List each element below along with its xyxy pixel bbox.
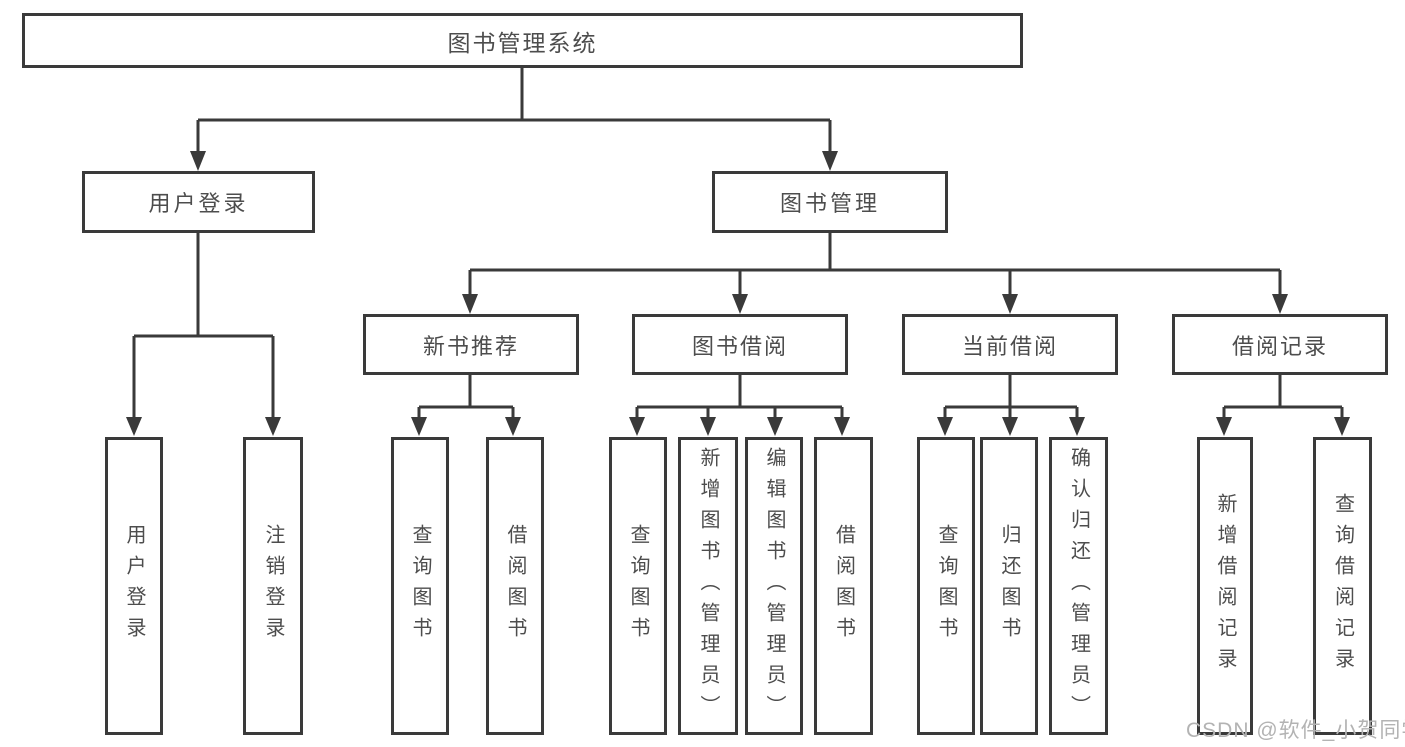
arrowheads — [126, 151, 1350, 436]
leaf-query-books-recommend: 查询图书 — [391, 437, 449, 735]
node-book-management: 图书管理 — [712, 171, 948, 233]
leaf-query-borrow-record: 查询借阅记录 — [1313, 437, 1372, 735]
csdn-watermark: CSDN @软件_小贺同学 — [1186, 719, 1405, 742]
leaf-user-login: 用户登录 — [105, 437, 163, 735]
leaf-label: 借阅图书 — [832, 524, 855, 648]
leaf-borrow-books: 借阅图书 — [814, 437, 873, 735]
leaf-add-borrow-record: 新增借阅记录 — [1197, 437, 1253, 735]
node-label: 新书推荐 — [422, 333, 519, 359]
node-library-management-system: 图书管理系统 — [22, 13, 1023, 68]
leaf-edit-books-admin: 编辑图书（管理员） — [745, 437, 803, 735]
node-label: 图书管理 — [779, 191, 880, 216]
leaf-label: 归还图书 — [998, 524, 1020, 648]
leaf-query-books-borrow: 查询图书 — [609, 437, 667, 735]
leaf-label: 查询图书 — [409, 524, 431, 648]
leaf-logout: 注销登录 — [243, 437, 303, 735]
node-label: 用户登录 — [148, 191, 249, 216]
node-book-borrow: 图书借阅 — [632, 314, 848, 375]
leaf-confirm-return-admin: 确认归还（管理员） — [1049, 437, 1108, 735]
leaf-label: 确认归还（管理员） — [1067, 446, 1090, 726]
node-user-login: 用户登录 — [82, 171, 315, 233]
leaf-label: 查询图书 — [935, 524, 957, 648]
leaf-label: 查询图书 — [627, 524, 649, 648]
leaf-label: 新增图书（管理员） — [697, 446, 719, 726]
leaf-label: 编辑图书（管理员） — [763, 446, 785, 726]
leaf-label: 新增借阅记录 — [1214, 493, 1236, 679]
leaf-borrow-books-recommend: 借阅图书 — [486, 437, 544, 735]
node-new-book-recommend: 新书推荐 — [363, 314, 579, 375]
leaf-query-books-current: 查询图书 — [917, 437, 975, 735]
leaf-label: 查询借阅记录 — [1331, 493, 1354, 679]
node-label: 借阅记录 — [1231, 333, 1328, 359]
leaf-label: 用户登录 — [123, 524, 145, 648]
node-label: 图书管理系统 — [447, 29, 598, 56]
leaf-label: 注销登录 — [262, 524, 284, 648]
node-label: 图书借阅 — [691, 333, 788, 359]
leaf-add-books-admin: 新增图书（管理员） — [678, 437, 738, 735]
node-current-borrow: 当前借阅 — [902, 314, 1118, 375]
leaf-label: 借阅图书 — [504, 524, 526, 648]
node-borrow-records: 借阅记录 — [1172, 314, 1388, 375]
leaf-return-books: 归还图书 — [980, 437, 1038, 735]
node-label: 当前借阅 — [961, 333, 1058, 359]
